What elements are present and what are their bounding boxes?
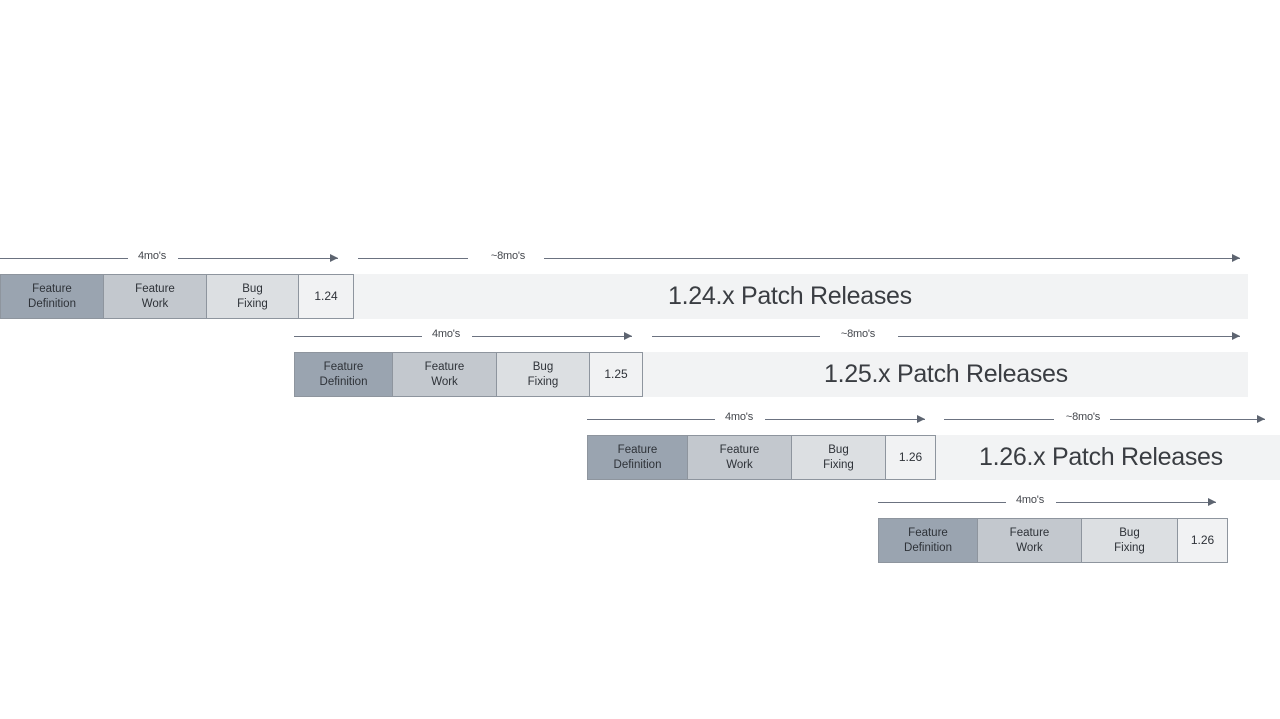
phase-feature-work-124[interactable]: Feature Work [103,274,207,319]
timeline-segment-right [472,336,632,337]
phase-version-124[interactable]: 1.24 [298,274,354,319]
phase-bug-fixing-127[interactable]: Bug Fixing [1081,518,1178,563]
phase-version-127[interactable]: 1.26 [1177,518,1228,563]
arrow-head-icon [330,253,338,262]
phase-label-line2: Work [1016,541,1043,554]
patch-release-label-126: 1.26.x Patch Releases [979,443,1223,471]
phase-label-line1: Feature [32,283,72,296]
timeline-segment-left [294,336,422,337]
patch-timeline-126: ~8mo's [944,409,1280,431]
version-label: 1.24 [314,289,338,304]
arrow-head-icon [1232,253,1240,262]
timeline-segment-right [1056,502,1216,503]
timeline-segment-left [0,258,128,259]
timeline-segment-left [358,258,468,259]
phase-label-line1: Bug [532,361,554,374]
phase-label-line2: Fixing [1114,541,1145,554]
phase-feature-work-126[interactable]: Feature Work [687,435,792,480]
arrow-head-icon [917,414,925,423]
phase-feature-definition-125[interactable]: Feature Definition [294,352,393,397]
phase-label-line2: Definition [319,375,368,388]
phase-track-126: Feature Definition Feature Work Bug Fixi… [587,435,936,480]
phase-label-line1: Bug [1119,527,1140,540]
phase-label-line1: Feature [135,283,175,296]
timeline-segment-right [1110,419,1265,420]
arrow-head-icon [624,331,632,340]
phase-feature-work-125[interactable]: Feature Work [392,352,497,397]
patch-duration-label-124: ~8mo's [490,250,526,262]
phase-label-line2: Definition [613,458,662,471]
patch-timeline-124: ~8mo's [358,248,1248,270]
phase-feature-work-127[interactable]: Feature Work [977,518,1082,563]
arrow-head-icon [1257,414,1265,423]
dev-duration-label-124: 4mo's [138,250,166,262]
phase-label-line2: Work [431,375,458,388]
phase-label-line1: Feature [617,444,658,457]
phase-feature-definition-127[interactable]: Feature Definition [878,518,978,563]
version-label: 1.26 [898,450,923,465]
timeline-segment-right [544,258,1240,259]
timeline-segment-right [898,336,1240,337]
phase-bug-fixing-124[interactable]: Bug Fixing [206,274,299,319]
phase-version-125[interactable]: 1.25 [589,352,643,397]
phase-track-125: Feature Definition Feature Work Bug Fixi… [294,352,643,397]
phase-track-127: Feature Definition Feature Work Bug Fixi… [878,518,1228,563]
timeline-segment-left [587,419,715,420]
phase-label-line2: Work [726,458,753,471]
dev-duration-label-125: 4mo's [432,328,460,340]
phase-feature-definition-124[interactable]: Feature Definition [0,274,104,319]
timeline-segment-left [652,336,820,337]
phase-label-line1: Feature [719,444,760,457]
patch-timeline-125: ~8mo's [652,326,1248,348]
phase-track-124: Feature Definition Feature Work Bug Fixi… [0,274,354,319]
dev-duration-label-126: 4mo's [725,411,753,423]
phase-feature-definition-126[interactable]: Feature Definition [587,435,688,480]
dev-timeline-125: 4mo's [294,326,647,348]
phase-label-line1: Feature [323,361,364,374]
phase-label-line2: Definition [28,297,76,310]
phase-label-line1: Bug [828,444,849,457]
phase-label-line2: Fixing [823,458,854,471]
timeline-segment-right [765,419,925,420]
phase-bug-fixing-125[interactable]: Bug Fixing [496,352,590,397]
timeline-segment-left [878,502,1006,503]
phase-label-line1: Bug [242,283,263,296]
phase-label-line2: Fixing [527,375,559,388]
phase-label-line2: Definition [904,541,952,554]
version-label: 1.26 [1190,533,1215,548]
phase-bug-fixing-126[interactable]: Bug Fixing [791,435,886,480]
phase-label-line1: Feature [424,361,465,374]
version-label: 1.25 [604,367,628,382]
dev-timeline-126: 4mo's [587,409,939,431]
patch-duration-label-125: ~8mo's [840,328,876,340]
phase-version-126[interactable]: 1.26 [885,435,936,480]
phase-label-line2: Work [141,297,169,310]
patch-release-label-125: 1.25.x Patch Releases [824,360,1068,388]
phase-label-line1: Feature [1009,527,1050,540]
phase-label-line2: Fixing [237,297,268,310]
patch-duration-label-126: ~8mo's [1065,411,1101,423]
dev-duration-label-127: 4mo's [1016,494,1044,506]
timeline-segment-right [178,258,338,259]
phase-label-line1: Feature [908,527,948,540]
patch-release-label-124: 1.24.x Patch Releases [668,282,912,310]
dev-timeline-127: 4mo's [878,492,1231,514]
dev-timeline-124: 4mo's [0,248,353,270]
timeline-segment-left [944,419,1054,420]
arrow-head-icon [1208,497,1216,506]
arrow-head-icon [1232,331,1240,340]
